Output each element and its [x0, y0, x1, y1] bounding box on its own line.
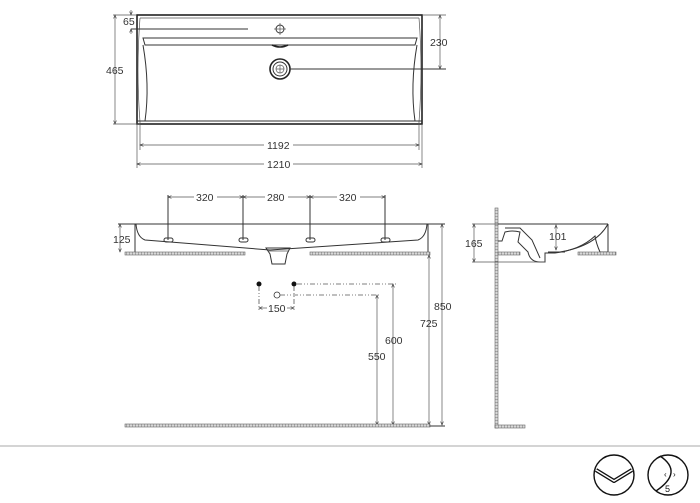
dim-rim-to-tap-hole: 65	[123, 16, 135, 28]
front-view: 320 280 320 125	[113, 192, 445, 265]
dim-supply-height: 600	[385, 335, 403, 347]
dim-inner-width: 1192	[267, 140, 290, 152]
top-view: 65 465 230 1192 1210	[106, 10, 448, 171]
dim-spacing-left: 320	[196, 192, 214, 204]
svg-text:‹: ‹	[664, 470, 667, 479]
dim-spacing-right: 320	[339, 192, 357, 204]
basin-profile-front	[135, 223, 428, 251]
installation-view: 150 550 600 725 850	[124, 224, 452, 428]
overflow	[271, 44, 289, 48]
svg-text:›: ›	[673, 470, 676, 479]
dim-bowl-depth: 101	[549, 231, 567, 243]
wall	[494, 207, 499, 429]
dim-overall-width: 1210	[267, 159, 291, 171]
dim-supply-spacing: 150	[268, 303, 286, 315]
basin-shape-symbol-icon	[593, 454, 635, 496]
basin-profile-side	[498, 224, 609, 263]
supply-point-hot	[291, 281, 297, 287]
dim-depth: 465	[106, 65, 124, 77]
dim-front-height: 125	[113, 234, 131, 246]
dim-waste-height: 550	[368, 351, 386, 363]
side-view: 101 165	[465, 207, 617, 429]
waste-point	[273, 291, 281, 299]
waste-trap-front	[265, 247, 291, 265]
cleaning-symbol-label: 5	[665, 484, 670, 494]
tap-hole	[274, 23, 286, 35]
basin-shelf	[142, 37, 418, 46]
supply-point-cold	[256, 281, 262, 287]
dim-spacing-center: 280	[267, 192, 285, 204]
dim-underside-height: 725	[420, 318, 438, 330]
dim-side-height: 165	[465, 238, 483, 250]
cleaning-symbol-icon: ‹ › 5	[647, 454, 689, 496]
dim-waste-from-back: 230	[430, 37, 448, 49]
floor	[124, 423, 431, 428]
dim-rim-height: 850	[434, 301, 452, 313]
waste-outlet	[269, 58, 291, 80]
